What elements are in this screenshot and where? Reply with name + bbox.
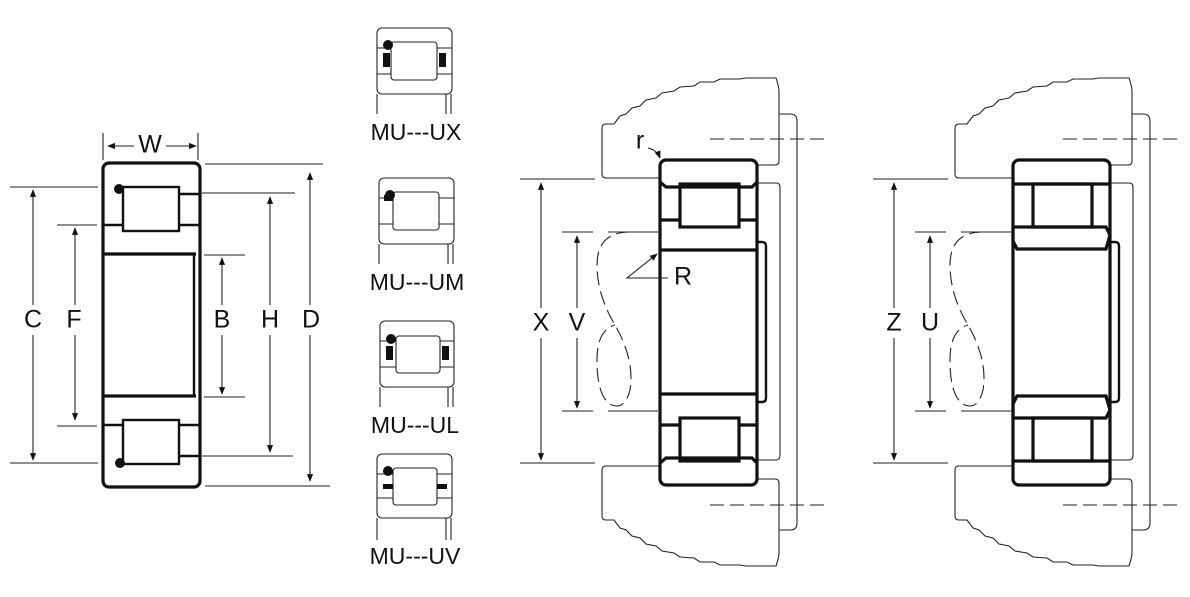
- snap-ring-icon: [114, 184, 124, 194]
- dim-label-h: H: [261, 306, 279, 334]
- dim-label-c: C: [24, 306, 42, 334]
- bearing-section: [658, 158, 768, 487]
- variant-uv: [376, 453, 453, 540]
- housing-shoulder: [601, 77, 825, 567]
- bearing-section: [1011, 158, 1121, 487]
- dim-label-d: D: [302, 306, 320, 334]
- snap-ring-icon: [115, 458, 125, 468]
- mounting-view-2: Z U: [873, 77, 1178, 567]
- fillet-label-r: r: [636, 127, 644, 155]
- variant-label-ul: MU---UL: [371, 412, 459, 438]
- dim-label-z: Z: [886, 309, 901, 337]
- dim-label-u: U: [921, 309, 939, 337]
- dim-label-w: W: [138, 131, 162, 159]
- variant-ux: [376, 27, 453, 114]
- variant-label-ux: MU---UX: [371, 119, 462, 145]
- dim-label-v: V: [569, 309, 586, 337]
- variant-ul: [379, 320, 455, 407]
- dim-label-b: B: [214, 306, 231, 334]
- housing-shoulder: [954, 77, 1178, 567]
- dim-label-f: F: [66, 306, 81, 334]
- fillet-label-R: R: [674, 263, 692, 291]
- main-bearing-section: W C F B H D: [10, 131, 330, 489]
- variant-um: [378, 177, 455, 264]
- variant-label-uv: MU---UV: [370, 543, 461, 569]
- mounting-view-1: X V r R: [520, 77, 825, 567]
- dim-label-x: X: [533, 309, 550, 337]
- variant-label-um: MU---UM: [370, 269, 465, 295]
